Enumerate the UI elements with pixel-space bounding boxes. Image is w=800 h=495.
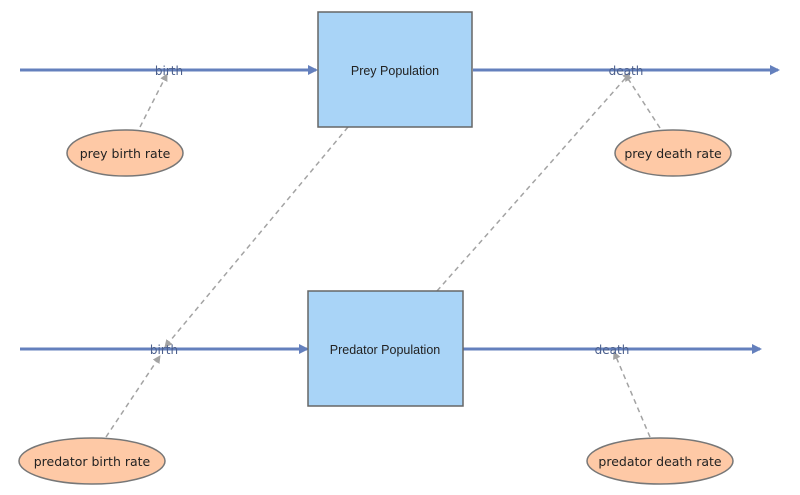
variable-predator-birth-rate-label: predator birth rate [34,454,151,469]
stock-prey-population[interactable]: Prey Population [317,11,473,128]
flow-label-predator-birth: birth [150,343,178,357]
variable-predator-death-rate-label: predator death rate [598,454,722,469]
variable-prey-death-rate-label: prey death rate [624,146,722,161]
stock-predator-population[interactable]: Predator Population [307,290,464,407]
link-predator-death-rate-to-death [613,351,651,438]
stock-prey-population-label: Prey Population [351,64,439,78]
variable-predator-birth-rate[interactable]: predator birth rate [18,437,166,485]
link-prey-population-to-predator-birth [164,126,349,348]
variable-prey-birth-rate[interactable]: prey birth rate [66,129,184,177]
variable-prey-death-rate[interactable]: prey death rate [614,129,732,177]
variable-prey-birth-rate-label: prey birth rate [80,146,171,161]
variable-predator-death-rate[interactable]: predator death rate [586,437,734,485]
link-predator-population-to-prey-death [436,72,631,292]
stock-predator-population-label: Predator Population [330,343,441,357]
link-prey-birth-rate-to-birth [139,73,168,128]
link-predator-birth-rate-to-birth [105,355,161,438]
flow-label-prey-death: death [609,64,644,78]
flow-label-predator-death: death [595,343,630,357]
link-prey-death-rate-to-death [624,73,661,129]
flow-label-prey-birth: birth [155,64,183,78]
